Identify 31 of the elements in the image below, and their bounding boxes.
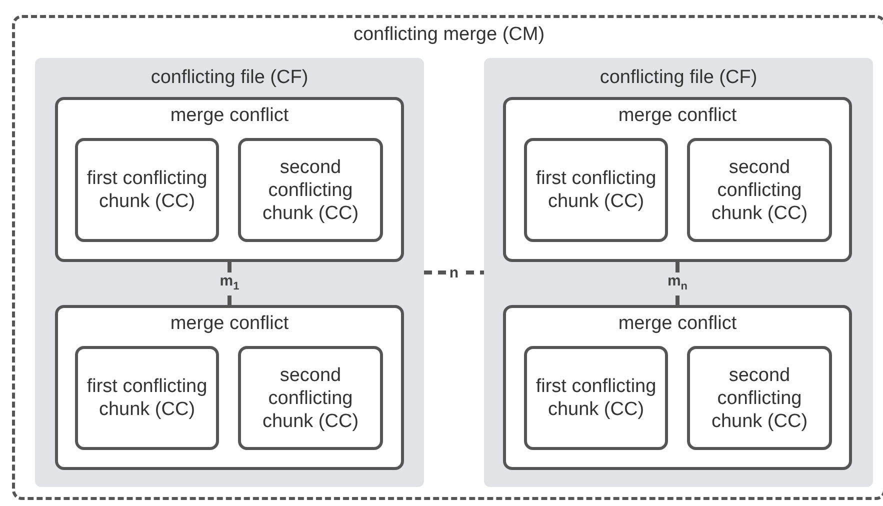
box-heading: conflicting file (CF) [598,67,758,89]
conflict-box [503,305,852,470]
conflict-box [55,305,404,470]
conflict-box [55,97,404,262]
box-heading: merge conflict [617,105,738,127]
chunk-box [524,138,668,242]
chunk-box [75,346,219,450]
connector-line [424,270,484,274]
box-heading: merge conflict [169,105,290,127]
chunk-label: second conflicting chunk (CC) [710,156,809,224]
file-panel [484,58,873,487]
chunk-box [687,138,832,242]
box-heading: conflicting merge (CM) [352,24,546,46]
box-heading: conflicting file (CF) [150,67,310,89]
chunk-box [238,138,383,242]
chunk-label: second conflicting chunk (CC) [261,364,360,432]
box-heading: merge conflict [169,313,290,335]
chunk-label: first conflicting chunk (CC) [86,167,208,213]
conflict-box [503,97,852,262]
box-heading: merge conflict [617,313,738,335]
file-panel [35,58,424,487]
chunk-label: first conflicting chunk (CC) [534,375,658,421]
chunk-label: second conflicting chunk (CC) [261,156,360,224]
chunk-label: first conflicting chunk (CC) [86,375,208,421]
chunk-label: first conflicting chunk (CC) [534,167,658,213]
chunk-box [687,346,832,450]
chunk-label: second conflicting chunk (CC) [710,364,809,432]
chunk-box [238,346,383,450]
merge-container [12,15,883,500]
chunk-box [75,138,219,242]
chunk-box [524,346,668,450]
